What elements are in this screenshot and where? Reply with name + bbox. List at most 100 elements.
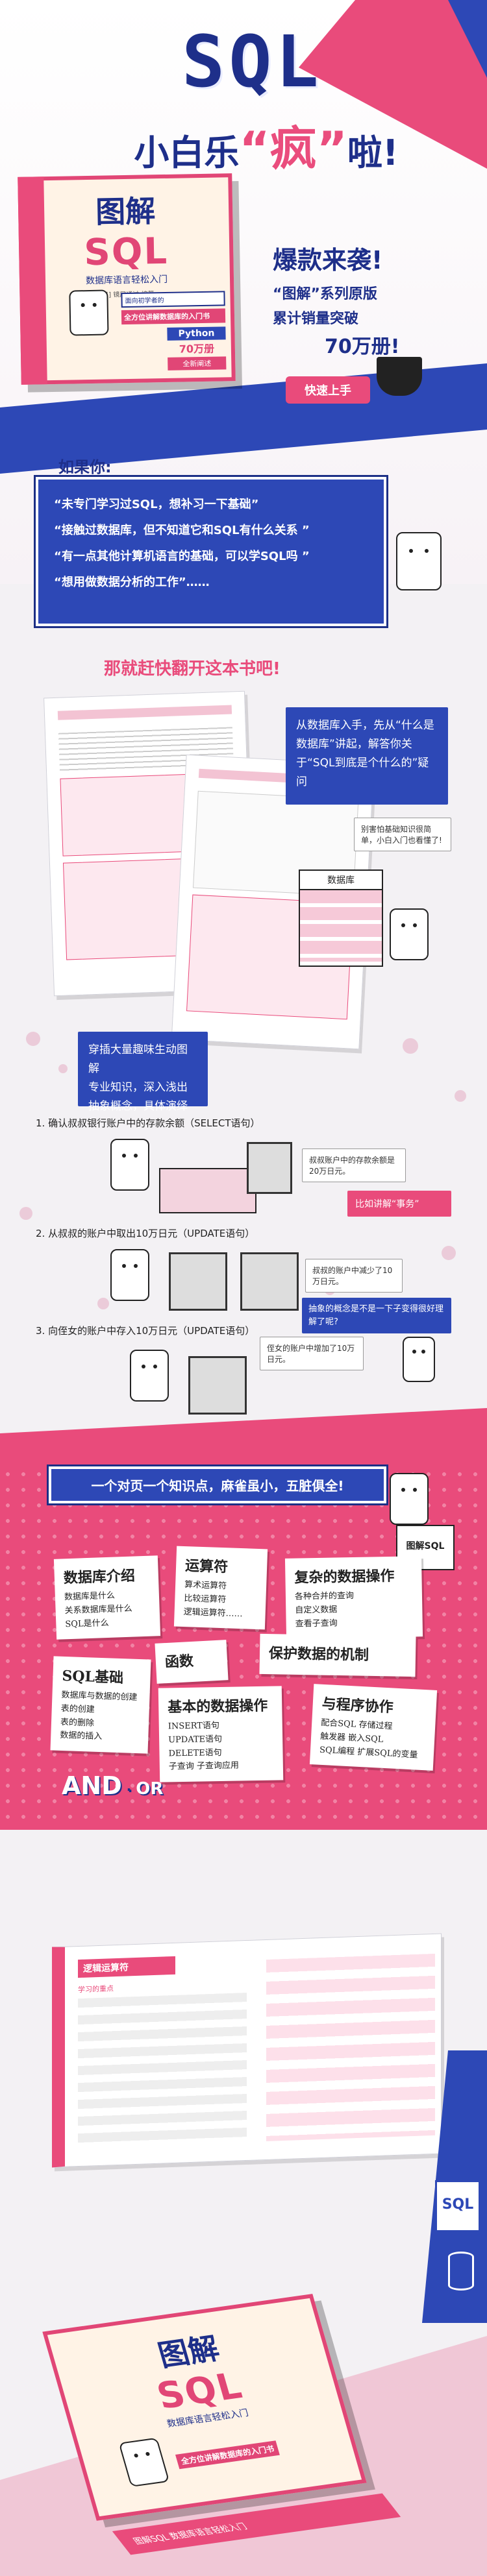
intro-mascot	[396, 532, 442, 590]
side-tag: 全新阐述	[168, 356, 227, 371]
slogan-left: 小白乐	[134, 132, 240, 173]
badge-count: 70万册	[179, 342, 215, 356]
sticky-program: 与程序协作 配合SQL 存储过程 触发器 嵌入SQL SQL编程 扩展SQL的变…	[309, 1684, 438, 1771]
or-label: OR	[136, 1779, 164, 1799]
sticky-basic-ops-l2: UPDATE语句	[168, 1734, 223, 1745]
hero-slogan: 小白乐“疯”啦!	[84, 110, 448, 178]
step1-bubble: 比如讲解“事务”	[347, 1191, 451, 1217]
sticky-basic-ops-title: 基本的数据操作	[168, 1697, 268, 1716]
sticky-protect: 保护数据的机制	[259, 1633, 416, 1677]
sticky-protect-title: 保护数据的机制	[268, 1645, 369, 1664]
sticky-complex-title: 复杂的数据操作	[294, 1567, 395, 1586]
cabinet-label: 数据库	[300, 871, 382, 890]
sticky-basic-ops-l3: DELETE语句	[168, 1747, 222, 1759]
sticky-operators: 运算符 算术运算符 比较运算符 逻辑运算符……	[173, 1546, 268, 1630]
hero-pitch: 爆款来袭! “图解”系列原版 累计销量突破 70万册!	[273, 240, 474, 359]
pitch-line1: “图解”系列原版	[273, 286, 377, 302]
bottom-book-badge: 全方位讲解数据库的入门书	[175, 2440, 280, 2470]
and-label: AND	[62, 1771, 122, 1800]
pitch-headline: 爆款来袭!	[273, 246, 383, 274]
step1-desk	[159, 1168, 256, 1213]
sticky-functions: 函数	[155, 1640, 229, 1684]
and-or-label: AND · OR	[62, 1771, 164, 1800]
spread-left-content	[78, 1993, 247, 2148]
cabinet-drawers	[300, 890, 382, 962]
sticky-operators-title: 运算符	[184, 1557, 229, 1576]
step3-mascot-girl	[403, 1337, 435, 1382]
preview1-mascot	[390, 908, 429, 960]
sticky-operators-l3: 逻辑运算符……	[183, 1607, 243, 1619]
topics-book-label: 图解SQL	[406, 1541, 445, 1551]
intro-line-1: “未专门学习过SQL，想补习一下基础”	[54, 498, 259, 511]
spread-header: 逻辑运算符	[78, 1956, 175, 1978]
intro-line-2: “接触过数据库，但不知道它和SQL有什么关系 ”	[54, 524, 310, 537]
safe-icon-3	[240, 1252, 299, 1311]
book-name: SQL	[83, 230, 169, 274]
safe-icon-1	[247, 1142, 292, 1194]
book-mascot	[69, 289, 109, 336]
intro-line-3: “有一点其他计算机语言的基础，可以学SQL吗 ”	[54, 550, 310, 563]
sticky-program-title: 与程序协作	[321, 1695, 394, 1716]
hero-brand: SQL	[182, 20, 323, 103]
bottom-book-mascot	[118, 2437, 170, 2487]
book-python-badge: Python 70万册 全新阐述	[167, 326, 227, 371]
step1-mascot	[110, 1139, 149, 1191]
sticky-db-intro-l3: SQL是什么	[65, 1618, 109, 1629]
spread-book: 逻辑运算符 学习的重点	[52, 1933, 442, 2168]
step2-note: 叔叔的账户中减少了10万日元。	[305, 1259, 403, 1293]
step2-mascot	[110, 1249, 149, 1301]
book-badges: 面向初学者的 全方位讲解数据库的入门书	[121, 291, 226, 325]
page1-header-bar	[57, 705, 232, 720]
sticky-basic-ops: 基本的数据操作 INSERT语句 UPDATE语句 DELETE语句 子查询 子…	[158, 1686, 284, 1782]
preview1-note: 从数据库入手，先从“什么是数据库”讲起，解答你关于“SQL到底是个什么的”疑问	[286, 707, 448, 805]
badge2: 全方位讲解数据库的入门书	[121, 308, 226, 325]
sticky-sql-basics-title: SQL基础	[62, 1667, 124, 1687]
slogan-mid: “疯”	[239, 121, 347, 176]
sticky-db-intro-title: 数据库介绍	[63, 1567, 136, 1587]
sticky-sql-basics-l4: 数据的插入	[60, 1731, 103, 1742]
topics-banner: 一个对页一个知识点，麻雀虽小，五脏俱全!	[47, 1464, 388, 1505]
book-spine	[18, 176, 47, 385]
sticky-functions-title: 函数	[164, 1652, 194, 1671]
step3-bubble: 抽象的概念是不是一下子变得很好理解了呢?	[302, 1298, 451, 1333]
sticky-basic-ops-l4: 子查询 子查询应用	[168, 1760, 240, 1772]
intro-heading: 如果你:	[58, 458, 112, 476]
book-cover: 图解 SQL 数据库语言轻松入门 [日] 镜屋通过 编著 面向初学者的 全方位讲…	[18, 173, 236, 385]
intro-line-4: “想用做数据分析的工作”……	[54, 576, 210, 589]
book-subtitle: 数据库语言轻松入门	[85, 274, 168, 287]
step3-label: 3. 向侄女的账户中存入10万日元（UPDATE语句）	[36, 1325, 255, 1337]
sticky-basic-ops-l1: INSERT语句	[168, 1721, 220, 1732]
intro-quote-box: “未专门学习过SQL，想补习一下基础” “接触过数据库，但不知道它和SQL有什么…	[34, 475, 388, 628]
side-sql-tag: SQL	[435, 2180, 481, 2232]
step1-note: 叔叔账户中的存款余额是20万日元。	[302, 1148, 406, 1182]
step1-label: 1. 确认叔叔银行账户中的存款余额（SELECT语句）	[36, 1117, 260, 1129]
sticky-complex-l3: 查看子查询	[295, 1618, 338, 1629]
sticky-complex-ops: 复杂的数据操作 各种合并的查询 自定义数据 查看子查询	[284, 1556, 423, 1640]
preview1-bubble: 别害怕基础知识很简单，小白入门也看懂了!	[354, 818, 451, 851]
step3-mascot	[130, 1350, 169, 1402]
side-sql-label: SQL	[442, 2196, 474, 2213]
pitch-line3: 70万册!	[325, 335, 400, 358]
pitch-line2: 累计销量突破	[273, 311, 359, 327]
spread-right-content	[266, 1953, 435, 2141]
cta-quick-start[interactable]: 快速上手	[286, 376, 370, 404]
spread-heading: 逻辑运算符	[83, 1962, 129, 1975]
safe-icon-4	[188, 1356, 247, 1415]
database-icon	[448, 2252, 474, 2290]
cabinet-icon: 数据库	[299, 869, 383, 967]
badge-python: Python	[167, 326, 226, 341]
badge1: 面向初学者的	[121, 291, 225, 308]
bottom-book: 图解 SQL 数据库语言轻松入门 全方位讲解数据库的入门书	[42, 2294, 367, 2521]
book-title: 图解	[95, 193, 156, 230]
intro-conclusion: 那就赶快翻开这本书吧!	[104, 659, 281, 679]
sticky-sql-basics: SQL基础 数据库与数据的创建 表的创建 表的删除 数据的插入	[50, 1656, 151, 1754]
sticky-db-intro: 数据库介绍 数据库是什么 关系数据库是什么 SQL是什么	[53, 1555, 161, 1640]
slogan-right: 啦!	[347, 132, 399, 173]
step2-label: 2. 从叔叔的账户中取出10万日元（UPDATE语句）	[36, 1228, 255, 1239]
step3-note: 侄女的账户中增加了10万日元。	[260, 1337, 364, 1370]
topics-mascot	[390, 1473, 429, 1525]
safe-icon-2	[169, 1252, 227, 1311]
dots-background	[0, 1012, 487, 1324]
magic-hat-icon	[377, 357, 422, 396]
features-note: 穿插大量趣味生动图解 专业知识，深入浅出 抽象概念，具体演绎	[78, 1032, 208, 1113]
